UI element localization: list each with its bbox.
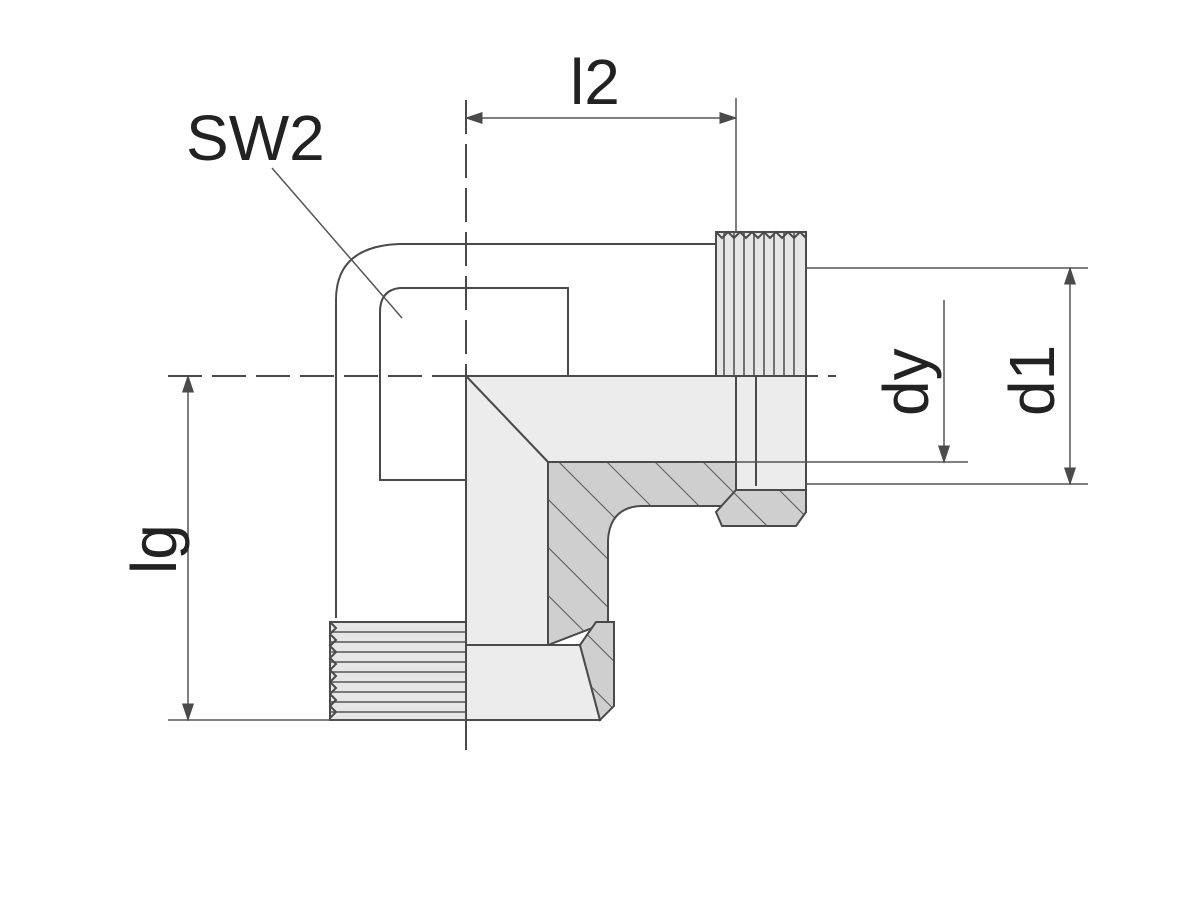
right-collar-hatched (714, 489, 807, 527)
bottom-thread (328, 621, 467, 721)
right-collar (735, 375, 807, 491)
label-sw2: SW2 (186, 102, 325, 174)
bottom-collar-hatched (578, 621, 615, 722)
right-thread (715, 230, 807, 377)
label-d1: d1 (996, 345, 1068, 416)
label-l2: l2 (570, 46, 620, 118)
body-outline (335, 243, 716, 618)
label-lg: lg (118, 524, 190, 574)
hex-flat-outline (379, 287, 569, 481)
sw2-leader (271, 167, 403, 319)
label-dy: dy (870, 348, 942, 416)
section-wall-hatched (547, 461, 763, 647)
bottom-collar (465, 644, 602, 721)
